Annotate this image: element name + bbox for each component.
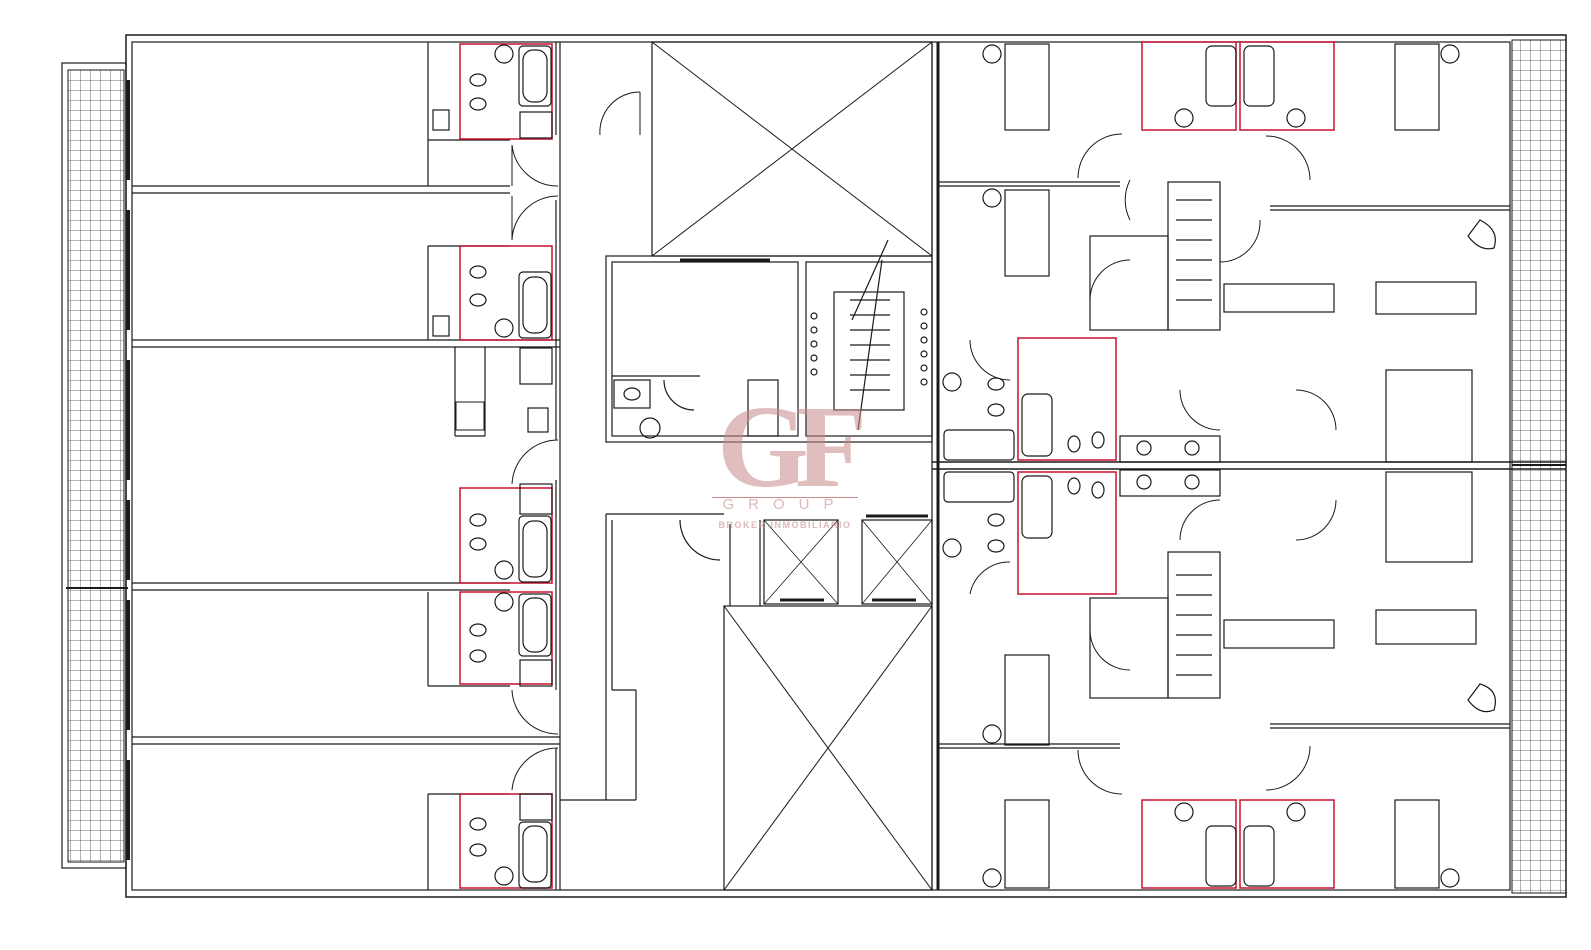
balcony-left xyxy=(61,62,128,869)
central-core xyxy=(560,41,933,891)
watermark-group-text: GROUP xyxy=(722,496,848,513)
left-doors xyxy=(511,91,641,791)
left-units-walls xyxy=(132,42,561,890)
gf-group-watermark: GF GROUP BROKER INMOBILIARIO xyxy=(700,381,870,542)
balcony-right xyxy=(1511,39,1567,894)
watermark-tagline: BROKER INMOBILIARIO xyxy=(718,520,852,530)
watermark-logo-letters: GF xyxy=(717,381,867,512)
right-units-walls xyxy=(938,41,1510,889)
left-bathrooms xyxy=(432,43,553,889)
watermark-divider xyxy=(712,497,858,498)
right-doors xyxy=(969,133,1337,795)
